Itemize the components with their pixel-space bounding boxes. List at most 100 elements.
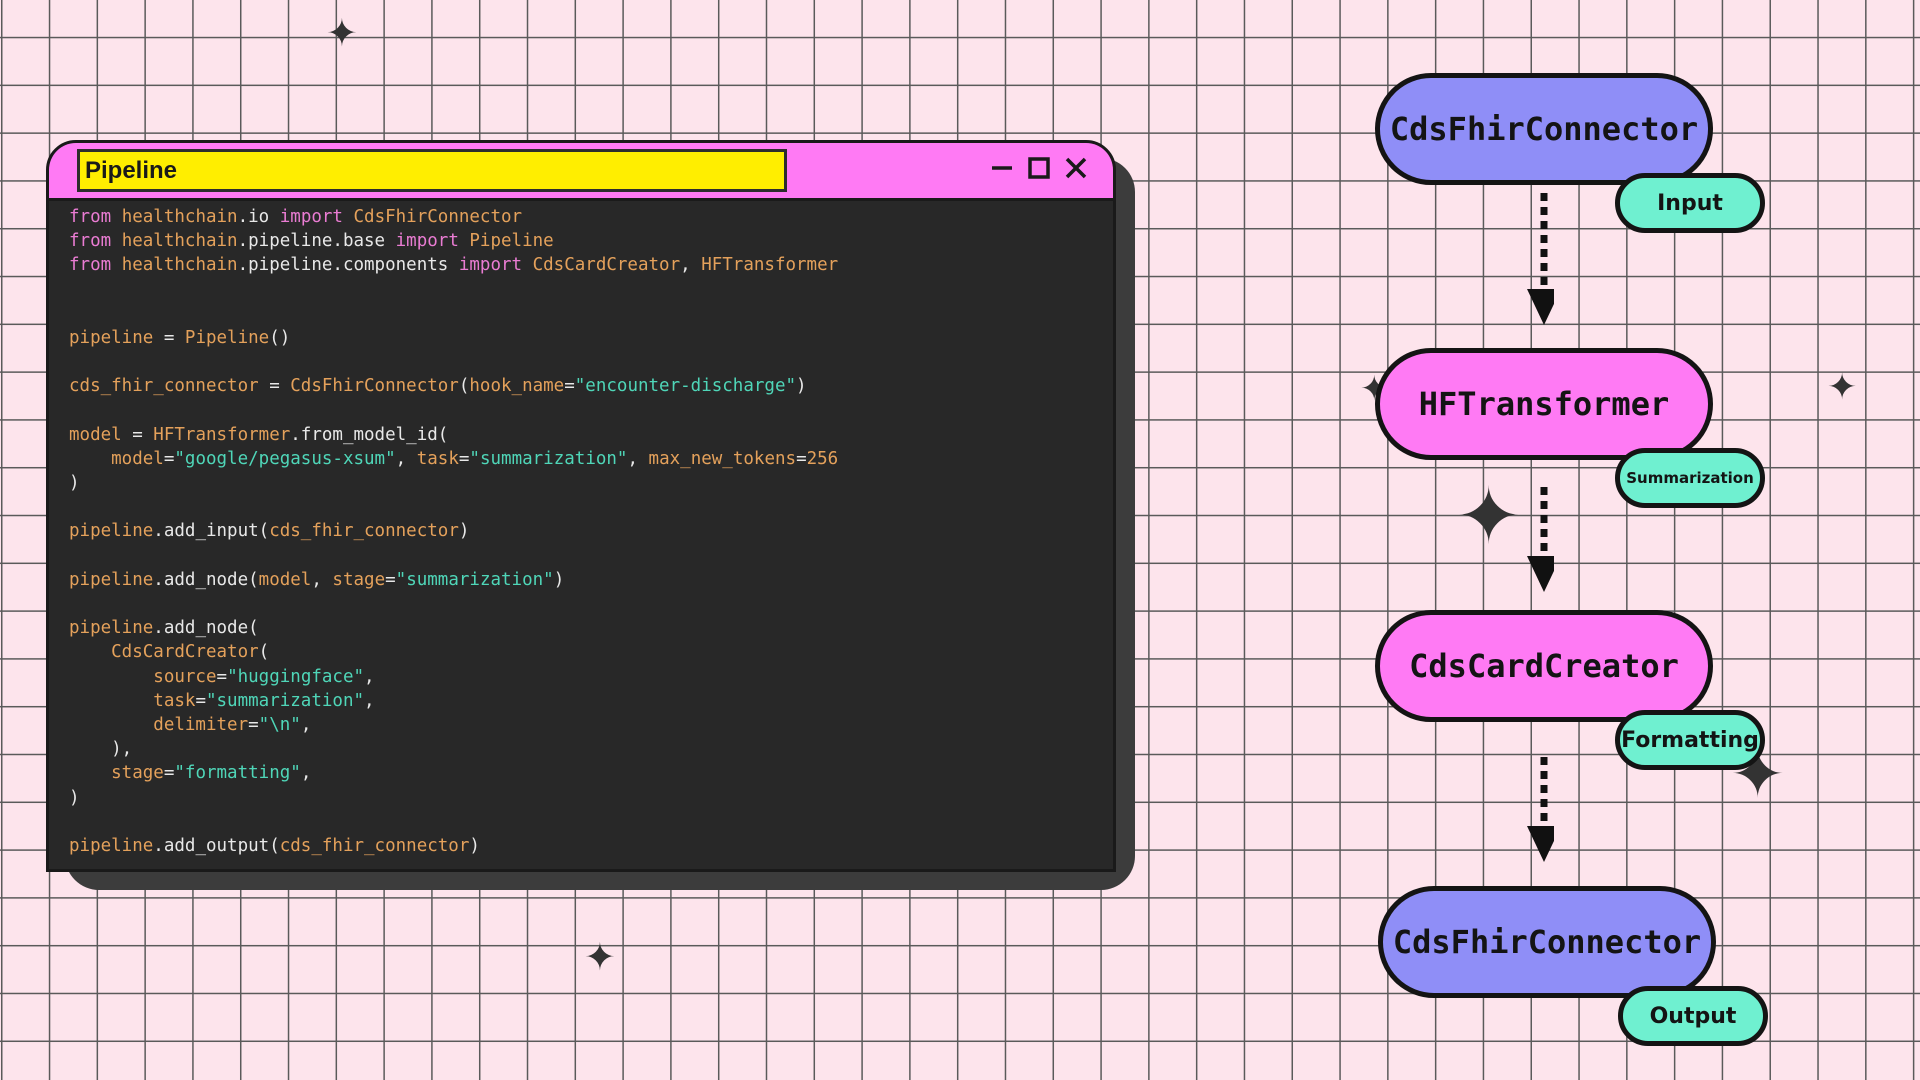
- code-token-plain: ),: [69, 739, 133, 760]
- code-token-plain: ,: [300, 763, 312, 784]
- code-token-plain: ,: [680, 255, 702, 276]
- code-token-plain: (): [269, 327, 291, 348]
- code-token-identifier: CdsCardCreator: [69, 642, 259, 663]
- flow-arrow-icon: [1527, 757, 1554, 862]
- code-token-plain: ,: [364, 690, 375, 711]
- code-token-string: "\n": [258, 714, 301, 735]
- pipeline-node-hftransformer[interactable]: HFTransformer: [1375, 348, 1713, 460]
- code-token-string: "huggingface": [227, 666, 365, 687]
- code-line: cds_fhir_connector = CdsFhirConnector(ho…: [69, 374, 1113, 398]
- code-token-identifier: healthchain: [111, 231, 238, 252]
- code-token-identifier: pipeline: [69, 835, 154, 856]
- code-token-plain: ,: [311, 569, 333, 590]
- code-token-identifier: HFTransformer: [153, 424, 291, 445]
- pipeline-node-cdsfhirconnector[interactable]: CdsFhirConnector: [1378, 886, 1716, 998]
- sparkle-icon: ✦: [584, 935, 616, 979]
- code-line: stage="formatting",: [69, 761, 1113, 785]
- code-token-identifier: CdsFhirConnector: [342, 207, 523, 227]
- code-token-plain: (: [458, 376, 470, 397]
- stage-badge-summarization: Summarization: [1615, 448, 1765, 508]
- code-token-plain: .from_model_id(: [290, 424, 449, 445]
- sparkle-icon: ✦: [1456, 472, 1522, 562]
- code-token-identifier: Pipeline: [458, 231, 554, 252]
- code-line: ),: [69, 737, 1113, 761]
- code-token-plain: =: [163, 763, 175, 784]
- pipeline-node-cdscardcreator[interactable]: CdsCardCreator: [1375, 610, 1713, 722]
- code-line: [69, 350, 1113, 374]
- code-token-identifier: hook_name: [469, 376, 565, 397]
- code-line: model = HFTransformer.from_model_id(: [69, 423, 1113, 447]
- code-token-string: "summarization": [395, 569, 554, 590]
- code-line: [69, 592, 1113, 616]
- window-titlebar[interactable]: Pipeline: [49, 143, 1113, 201]
- code-token-keyword: from: [69, 231, 112, 252]
- code-block: from healthchain .io import CdsFhirConnec…: [69, 205, 1113, 869]
- code-line: from healthchain.pipeline.base import Pi…: [69, 229, 1113, 253]
- pipeline-node-cdsfhirconnector[interactable]: CdsFhirConnector: [1375, 73, 1713, 185]
- window-title: Pipeline: [77, 149, 787, 192]
- code-token-identifier: healthchain: [111, 255, 238, 276]
- code-token-plain: ): [553, 569, 565, 590]
- close-icon[interactable]: [1060, 152, 1092, 184]
- code-token-plain: .add_node(: [153, 569, 259, 590]
- code-line: model="google/pegasus-xsum", task="summa…: [69, 447, 1113, 471]
- code-line: [69, 810, 1113, 834]
- code-line: [69, 495, 1113, 519]
- code-token-identifier: cds_fhir_connector: [279, 835, 470, 856]
- code-token-identifier: pipeline: [69, 327, 154, 348]
- code-token-plain: .pipeline.base: [237, 231, 396, 252]
- code-token-identifier: CdsCardCreator: [522, 255, 681, 276]
- code-token-plain: (: [258, 642, 270, 663]
- code-token-plain: =: [458, 448, 470, 469]
- code-token-keyword: from: [69, 255, 112, 276]
- code-token-plain: ): [469, 835, 480, 856]
- code-token-identifier: stage: [69, 763, 164, 784]
- code-token-identifier: task: [69, 690, 196, 711]
- code-token-identifier: Pipeline: [184, 327, 270, 348]
- minimize-icon[interactable]: [986, 152, 1018, 184]
- code-line: pipeline = Pipeline(): [69, 326, 1113, 350]
- code-token-identifier: pipeline: [69, 521, 154, 542]
- code-token-keyword: import: [395, 231, 459, 252]
- code-token-plain: .io: [237, 207, 280, 227]
- stage-badge-output: Output: [1618, 986, 1768, 1046]
- code-line: [69, 278, 1113, 302]
- code-window: Pipeline from healthchain .io import CdsF…: [46, 140, 1116, 872]
- code-token-keyword: import: [458, 255, 523, 276]
- code-token-identifier: CdsFhirConnector: [290, 376, 459, 397]
- code-token-string: "summarization": [469, 448, 628, 469]
- code-token-plain: =: [163, 448, 175, 469]
- code-line: pipeline.add_node(: [69, 616, 1113, 640]
- code-token-plain: .add_output(: [153, 835, 280, 856]
- code-line: pipeline.add_node(model, stage="summariz…: [69, 568, 1113, 592]
- code-token-identifier: 256: [806, 448, 839, 469]
- code-token-identifier: pipeline: [69, 618, 154, 639]
- code-line: [69, 302, 1113, 326]
- code-token-plain: =: [385, 569, 396, 590]
- sparkle-icon: ✦: [1827, 367, 1858, 408]
- maximize-icon[interactable]: [1023, 152, 1055, 184]
- code-token-plain: ,: [364, 666, 375, 687]
- code-token-plain: ): [69, 787, 80, 808]
- code-token-keyword: import: [279, 207, 343, 227]
- code-token-identifier: task: [416, 448, 459, 469]
- code-line: pipeline.add_output(cds_fhir_connector): [69, 834, 1113, 858]
- code-token-string: "google/pegasus-xsum": [174, 448, 396, 469]
- code-token-plain: =: [216, 666, 228, 687]
- code-line: pipeline.add_input(cds_fhir_connector): [69, 519, 1113, 543]
- code-token-identifier: model: [69, 448, 164, 469]
- code-token-plain: .add_input(: [153, 521, 270, 542]
- code-line: delimiter="\n",: [69, 713, 1113, 737]
- code-token-identifier: delimiter: [69, 714, 249, 735]
- code-line: ): [69, 786, 1113, 810]
- sparkle-icon: ✦: [326, 11, 358, 55]
- code-token-identifier: HFTransformer: [701, 255, 839, 276]
- code-token-identifier: cds_fhir_connector: [69, 376, 259, 397]
- code-token-plain: =: [121, 424, 154, 445]
- code-token-plain: ): [458, 521, 470, 542]
- code-token-string: "formatting": [174, 763, 301, 784]
- code-token-identifier: cds_fhir_connector: [269, 521, 459, 542]
- code-token-plain: .add_node(: [153, 618, 259, 639]
- code-token-plain: =: [564, 376, 575, 397]
- code-token-plain: ,: [300, 714, 312, 735]
